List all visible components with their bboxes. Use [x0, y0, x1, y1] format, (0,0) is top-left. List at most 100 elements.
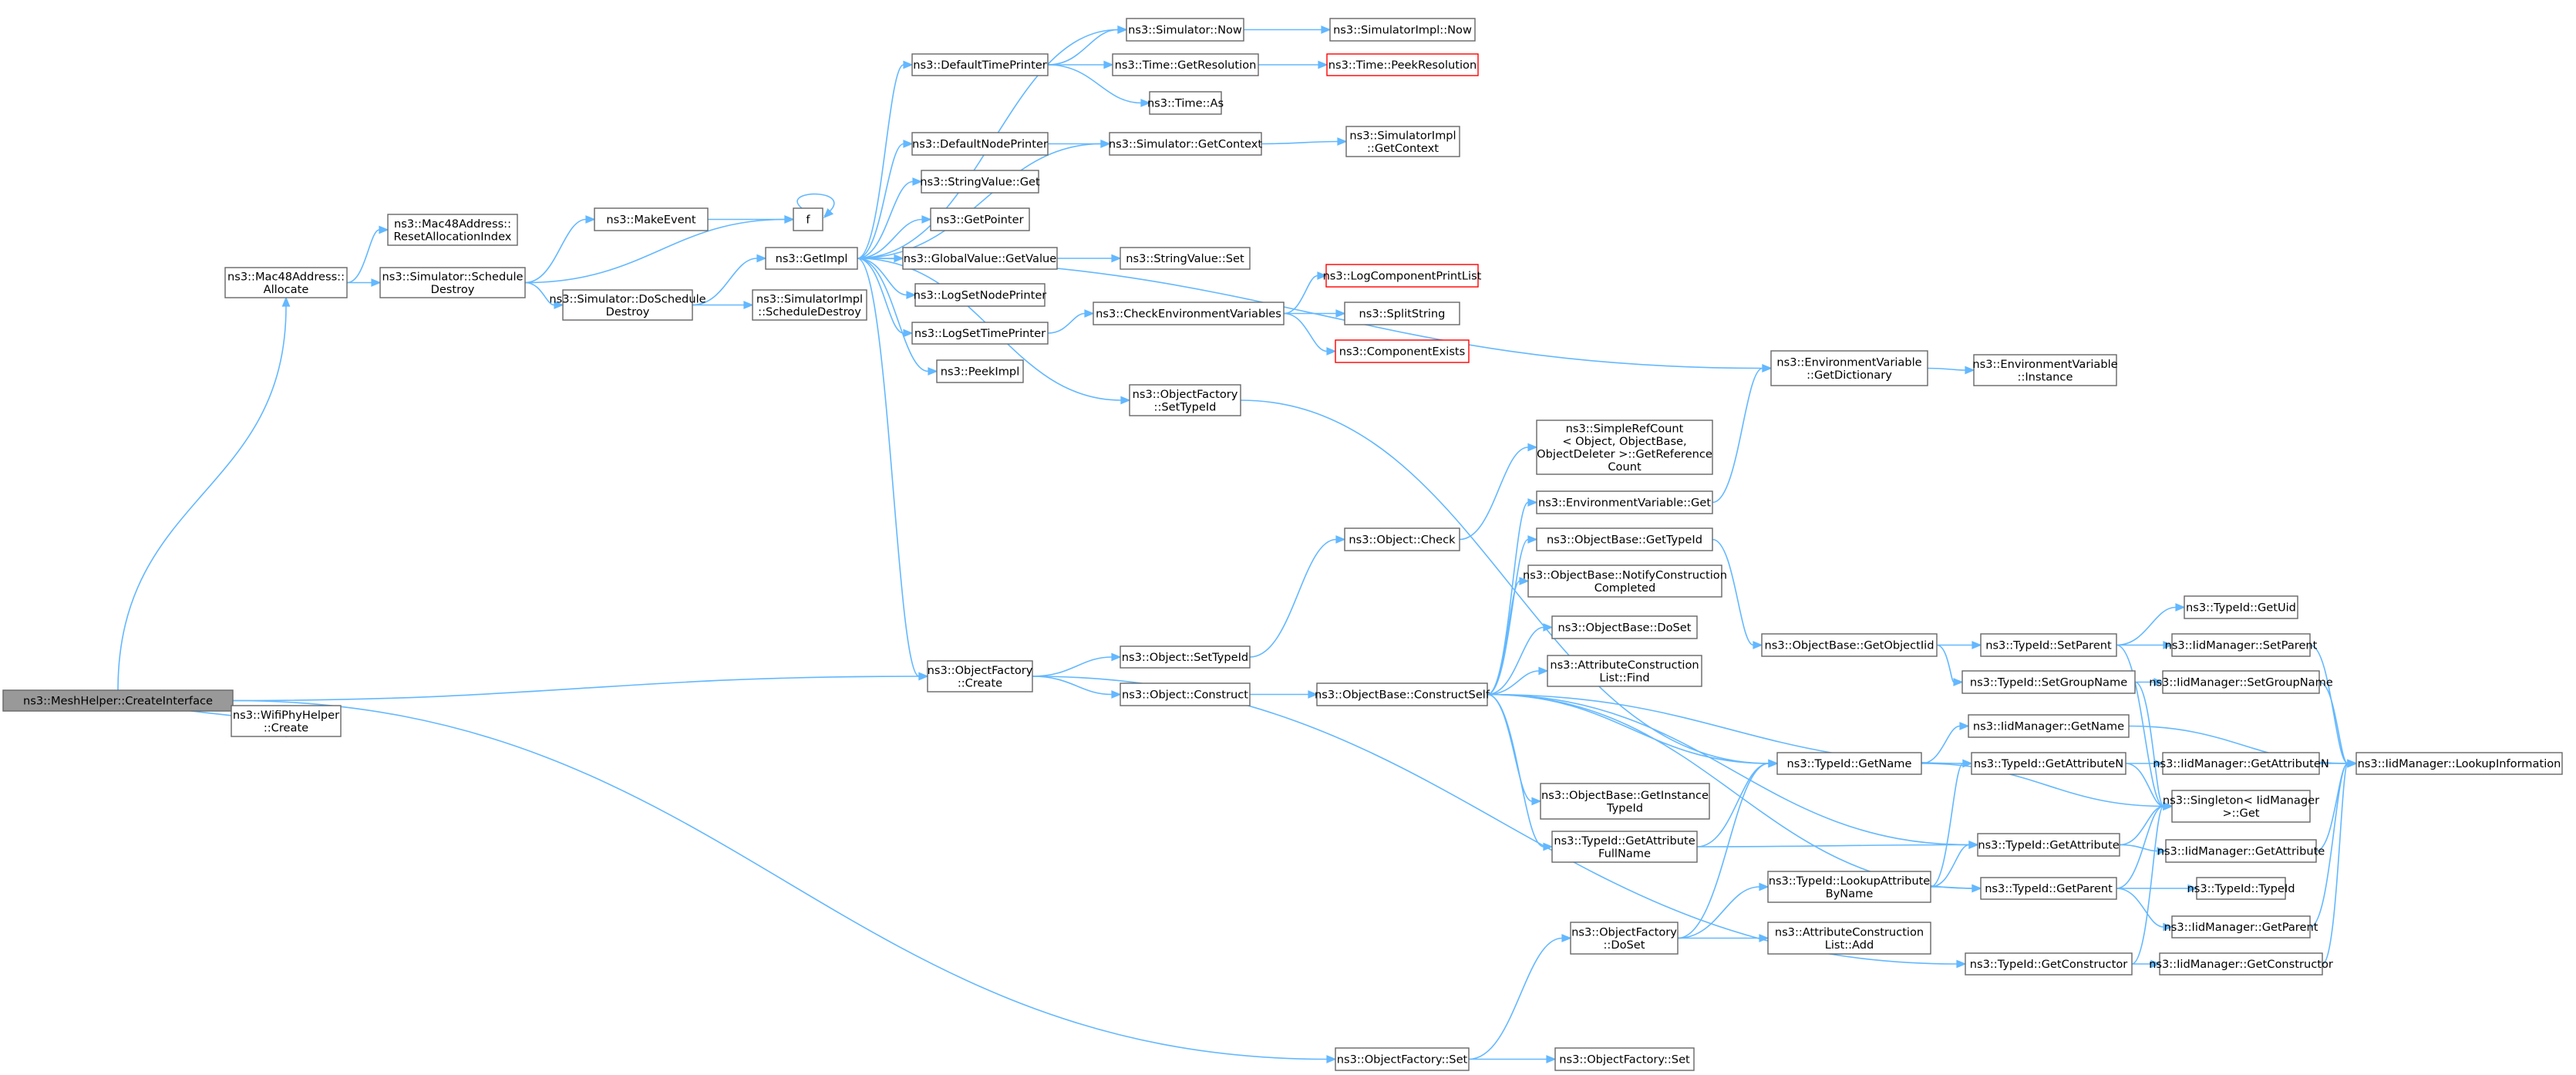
node-typeid-get-parent[interactable]: ns3::TypeId::GetParent	[1980, 877, 2117, 900]
node-ob-doset[interactable]: ns3::ObjectBase::DoSet	[1551, 615, 1698, 639]
node-typeid-set-group-name[interactable]: ns3::TypeId::SetGroupName	[1961, 670, 2136, 694]
node-log-component-print-list[interactable]: ns3::LogComponentPrintList	[1323, 264, 1482, 288]
edge-ob_get_object_iid-to-typeid_set_group_name	[1936, 644, 1955, 683]
node-iid-lookup-information[interactable]: ns3::IidManager::LookupInformation	[2355, 752, 2563, 775]
node-label: f	[806, 214, 810, 227]
node-typeid-typeid[interactable]: ns3::TypeId::TypeId	[2187, 877, 2295, 900]
node-wifiphy-create[interactable]: ns3::WifiPhyHelper::Create	[231, 705, 342, 737]
node-simple-ref-count[interactable]: ns3::SimpleRefCount< Object, ObjectBase,…	[1536, 420, 1713, 475]
node-box	[1316, 682, 1488, 706]
node-time-peek-resolution[interactable]: ns3::Time::PeekResolution	[1326, 53, 1479, 76]
node-object-check[interactable]: ns3::Object::Check	[1344, 527, 1460, 551]
edge-arrowhead	[379, 225, 389, 234]
node-label: ns3::StringValue::Set	[1126, 252, 1244, 265]
node-simimpl-sched-destroy[interactable]: ns3::SimulatorImpl::ScheduleDestroy	[752, 289, 867, 321]
edge-arrowhead	[1519, 577, 1530, 585]
node-default-node-printer[interactable]: ns3::DefaultNodePrinter	[911, 132, 1049, 156]
node-iid-get-name[interactable]: ns3::IidManager::GetName	[1968, 714, 2130, 738]
node-typeid-set-parent[interactable]: ns3::TypeId::SetParent	[1980, 633, 2117, 657]
node-make-event[interactable]: ns3::MakeEvent	[594, 207, 709, 231]
node-label: Completed	[1594, 581, 1656, 595]
node-box	[1345, 126, 1460, 157]
node-get-pointer[interactable]: ns3::GetPointer	[930, 207, 1030, 231]
node-typeid-get-attribute-n[interactable]: ns3::TypeId::GetAttributeN	[1971, 752, 2126, 775]
node-iid-get-constructor[interactable]: ns3::IidManager::GetConstructor	[2149, 952, 2333, 976]
node-sim-get-context[interactable]: ns3::Simulator::GetContext	[1109, 132, 1262, 156]
node-check-env-vars[interactable]: ns3::CheckEnvironmentVariables	[1093, 302, 1285, 325]
node-get-impl[interactable]: ns3::GetImpl	[765, 247, 858, 270]
node-label: ns3::MakeEvent	[606, 214, 696, 227]
node-log-set-node-printer[interactable]: ns3::LogSetNodePrinter	[914, 283, 1047, 307]
node-object-construct[interactable]: ns3::Object::Construct	[1120, 682, 1251, 706]
node-stringvalue-set[interactable]: ns3::StringValue::Set	[1120, 247, 1251, 270]
node-box	[1536, 527, 1713, 551]
edge-iid_get_attribute-to-iid_lookup_information	[2315, 763, 2349, 852]
node-globalvalue-getvalue[interactable]: ns3::GlobalValue::GetValue	[902, 247, 1058, 270]
node-default-time-printer[interactable]: ns3::DefaultTimePrinter	[911, 53, 1049, 76]
node-f[interactable]: f	[793, 207, 823, 231]
node-box	[1126, 18, 1244, 42]
node-simimpl-now[interactable]: ns3::SimulatorImpl::Now	[1329, 18, 1476, 42]
node-label: ns3::TypeId::GetAttributeN	[1974, 757, 2123, 770]
node-box	[1980, 633, 2117, 657]
node-iid-get-attribute-n[interactable]: ns3::IidManager::GetAttributeN	[2153, 752, 2329, 775]
node-time-as[interactable]: ns3::Time::As	[1147, 91, 1224, 115]
node-box	[1120, 682, 1251, 706]
edge-arrowhead	[1959, 722, 1970, 730]
node-of-set-typeid[interactable]: ns3::ObjectFactory::SetTypeId	[1129, 384, 1241, 416]
edge-of_set-to-of_doset	[1468, 937, 1563, 1060]
node-env-get[interactable]: ns3::EnvironmentVariable::Get	[1536, 490, 1713, 514]
node-label: ns3::ObjectBase::GetObjectIid	[1764, 639, 1934, 652]
node-box	[914, 283, 1046, 307]
node-label: ns3::TypeId::GetAttribute	[1978, 839, 2119, 852]
node-iid-get-parent[interactable]: ns3::IidManager::GetParent	[2164, 915, 2318, 939]
node-ob-notify-construction[interactable]: ns3::ObjectBase::NotifyConstructionCompl…	[1523, 564, 1727, 598]
node-typeid-get-name[interactable]: ns3::TypeId::GetName	[1776, 752, 1922, 775]
node-iid-set-group-name[interactable]: ns3::IidManager::SetGroupName	[2149, 670, 2333, 694]
node-peek-impl[interactable]: ns3::PeekImpl	[936, 359, 1024, 383]
node-singleton-get[interactable]: ns3::Singleton< IidManager>::Get	[2163, 790, 2319, 823]
node-stringvalue-get[interactable]: ns3::StringValue::Get	[920, 170, 1040, 194]
node-object-set-typeid[interactable]: ns3::Object::SetTypeId	[1120, 645, 1251, 669]
node-simimpl-get-context[interactable]: ns3::SimulatorImpl::GetContext	[1345, 126, 1460, 157]
node-box	[562, 289, 693, 321]
edge-get_impl-to-log_set_time_printer	[857, 258, 904, 334]
node-ob-construct-self[interactable]: ns3::ObjectBase::ConstructSelf	[1315, 682, 1490, 706]
node-time-get-resolution[interactable]: ns3::Time::GetResolution	[1112, 53, 1259, 76]
node-iid-set-parent[interactable]: ns3::IidManager::SetParent	[2165, 633, 2318, 657]
edge-arrowhead	[1956, 959, 1967, 969]
edge-arrowhead	[1561, 934, 1572, 942]
node-label: ns3::CheckEnvironmentVariables	[1096, 308, 1281, 321]
node-sim-sched-destroy[interactable]: ns3::Simulator::ScheduleDestroy	[379, 267, 526, 298]
edge-ob_construct_self-to-ob_doset	[1487, 626, 1544, 696]
edge-arrowhead	[1103, 60, 1114, 69]
node-of-set[interactable]: ns3::ObjectFactory::Set	[1335, 1047, 1470, 1071]
node-log-set-time-printer[interactable]: ns3::LogSetTimePrinter	[911, 322, 1049, 345]
node-sim-now[interactable]: ns3::Simulator::Now	[1126, 18, 1244, 42]
node-ob-get-object-iid[interactable]: ns3::ObjectBase::GetObjectIid	[1761, 633, 1938, 657]
node-env-instance[interactable]: ns3::EnvironmentVariable::Instance	[1972, 354, 2118, 386]
node-typeid-get-attribute[interactable]: ns3::TypeId::GetAttribute	[1977, 833, 2120, 857]
node-mac48-allocate[interactable]: ns3::Mac48Address::Allocate	[224, 267, 348, 298]
node-component-exists[interactable]: ns3::ComponentExists	[1335, 339, 1470, 363]
node-of-set2[interactable]: ns3::ObjectFactory::Set	[1554, 1047, 1695, 1071]
node-typeid-get-constructor[interactable]: ns3::TypeId::GetConstructor	[1965, 952, 2133, 976]
node-mac48-reset[interactable]: ns3::Mac48Address::ResetAllocationIndex	[387, 214, 518, 246]
node-of-doset[interactable]: ns3::ObjectFactory::DoSet	[1570, 922, 1679, 955]
node-split-string[interactable]: ns3::SplitString	[1344, 302, 1460, 325]
node-env-get-dictionary[interactable]: ns3::EnvironmentVariable::GetDictionary	[1770, 350, 1928, 386]
node-iid-get-attribute[interactable]: ns3::IidManager::GetAttribute	[2157, 839, 2325, 863]
node-label: ResetAllocationIndex	[394, 230, 512, 243]
node-ob-get-typeid[interactable]: ns3::ObjectBase::GetTypeId	[1536, 527, 1713, 551]
node-label: ns3::Time::GetResolution	[1115, 59, 1257, 72]
node-typeid-get-uid[interactable]: ns3::TypeId::GetUid	[2184, 595, 2298, 619]
node-root[interactable]: ns3::MeshHelper::CreateInterface	[2, 689, 234, 712]
edge-root-to-of_create	[232, 676, 920, 702]
node-of-create[interactable]: ns3::ObjectFactory::Create	[927, 660, 1033, 693]
